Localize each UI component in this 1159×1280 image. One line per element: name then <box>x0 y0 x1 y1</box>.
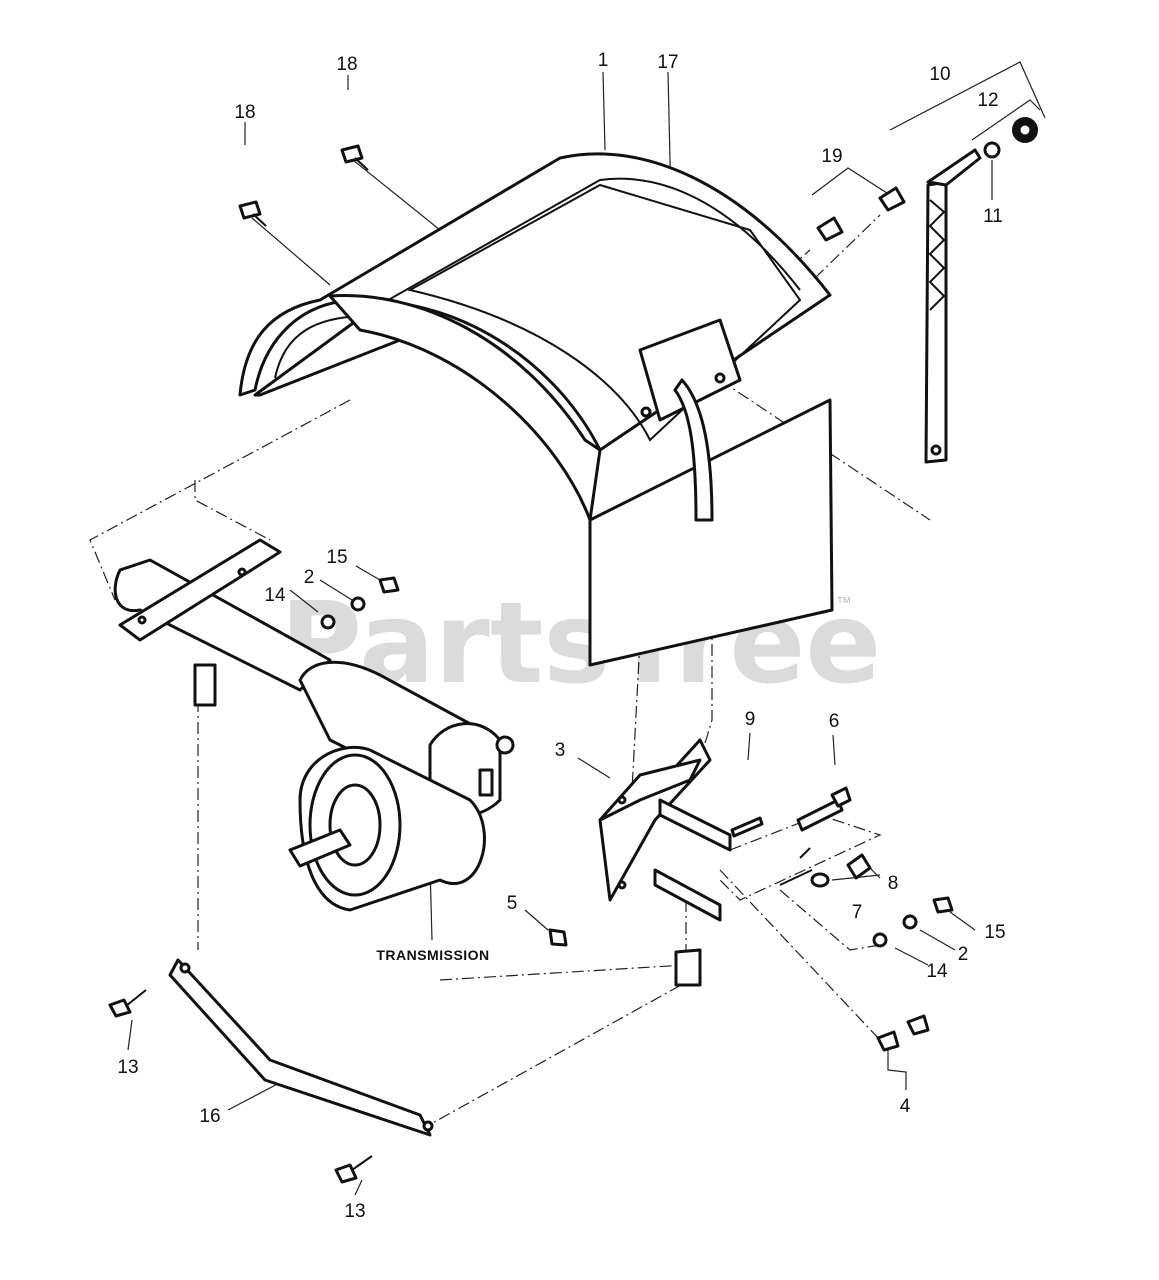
callout-11: 11 <box>983 206 1003 227</box>
callout-15-left: 15 <box>326 547 347 568</box>
tine-shield <box>238 152 834 667</box>
depth-bar <box>924 117 1038 464</box>
watermark-trademark: ™ <box>836 595 852 612</box>
drawbar <box>108 958 930 1184</box>
callout-16: 16 <box>199 1106 220 1127</box>
callout-14-right: 14 <box>926 961 948 982</box>
callout-13-bottom: 13 <box>344 1201 365 1222</box>
callout-2-left: 2 <box>304 567 315 588</box>
transmission-label: TRANSMISSION <box>376 947 489 963</box>
small-hardware <box>320 576 954 948</box>
callout-7: 7 <box>852 902 863 923</box>
callout-18-left: 18 <box>234 102 255 123</box>
callout-3: 3 <box>555 740 566 761</box>
callout-12: 12 <box>977 90 998 111</box>
callout-15-right: 15 <box>984 922 1005 943</box>
callout-1: 1 <box>598 50 609 71</box>
callout-5: 5 <box>507 893 518 914</box>
callout-10: 10 <box>929 64 950 85</box>
callout-6: 6 <box>829 711 840 732</box>
hitch-bracket <box>548 738 872 987</box>
callout-17: 17 <box>657 52 678 73</box>
callout-9: 9 <box>745 709 756 730</box>
callout-13-left: 13 <box>117 1057 138 1078</box>
callout-14-left: 14 <box>264 585 286 606</box>
callout-19: 19 <box>821 146 842 167</box>
hood-bolts <box>238 144 906 418</box>
callout-labels: 1 17 18 18 19 10 12 11 15 2 14 9 6 3 8 7… <box>117 50 1005 1222</box>
transmission-assembly <box>113 538 515 912</box>
callout-4: 4 <box>900 1096 911 1117</box>
callout-18-top: 18 <box>336 54 357 75</box>
callout-2-right: 2 <box>958 944 969 965</box>
callout-8: 8 <box>888 873 899 894</box>
